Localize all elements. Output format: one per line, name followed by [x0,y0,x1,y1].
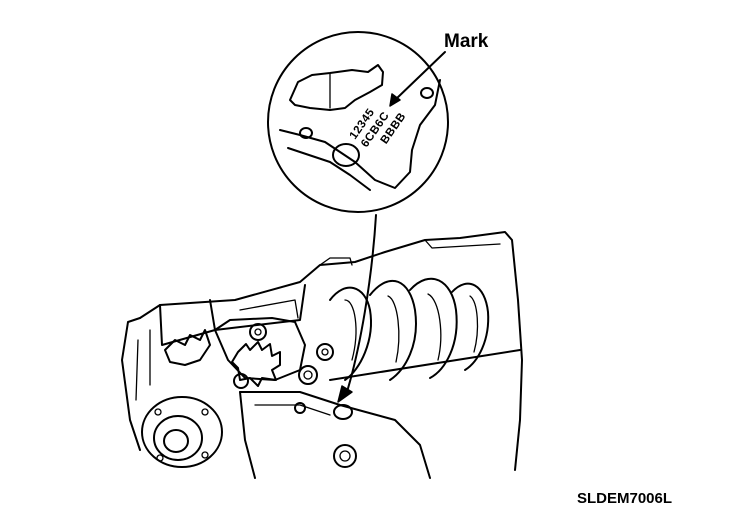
mark-label: Mark [444,31,489,52]
transmission-case [121,231,523,479]
mark-leader-arrow [389,51,446,107]
gear-ribs [329,277,521,381]
detail-magnifier: 12345 6CB6C BBBB [267,31,449,213]
output-flange [141,396,223,468]
detail-pointer-arrow [337,214,377,403]
figure-code: SLDEM7006L [577,490,672,507]
shift-fork [214,317,334,389]
